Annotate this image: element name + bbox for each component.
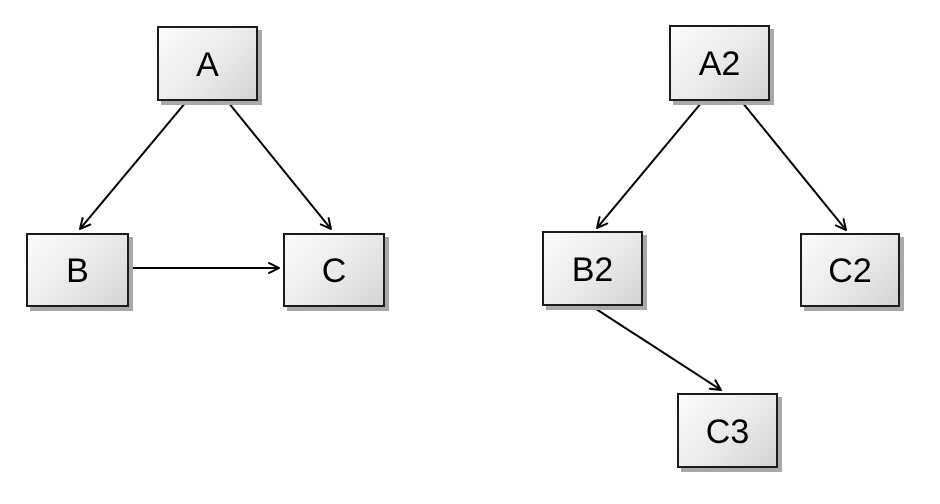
node-c2: C2 (800, 233, 900, 307)
node-c3: C3 (677, 393, 778, 468)
edge-a-c (227, 101, 332, 230)
node-c3-label: C3 (705, 412, 750, 451)
node-c2-label: C2 (828, 252, 872, 290)
edge-a-b (79, 101, 187, 230)
node-c: C (283, 233, 385, 307)
node-b-label: B (66, 252, 89, 290)
node-a2-label: A2 (698, 45, 741, 83)
edge-a2-c2 (741, 101, 847, 231)
node-b2: B2 (542, 231, 643, 306)
edge-b2-c3 (592, 306, 722, 391)
node-b: B (26, 233, 129, 307)
node-a-label: A (196, 45, 219, 84)
edge-a2-b2 (596, 101, 703, 229)
node-a: A (157, 26, 258, 101)
node-a2: A2 (669, 25, 770, 101)
node-c-label: C (321, 252, 347, 290)
node-b2-label: B2 (571, 250, 614, 289)
